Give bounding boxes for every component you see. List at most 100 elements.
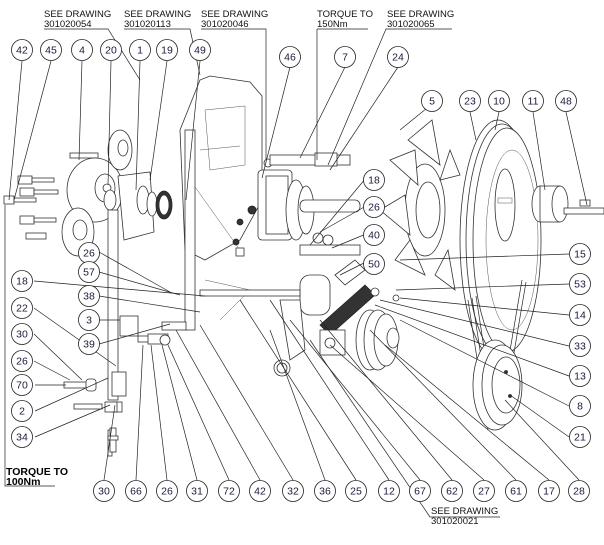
note-line2: 301020021	[431, 516, 479, 527]
cover-plate	[179, 75, 263, 331]
item-balloon-36: 36	[314, 480, 336, 502]
balloon-circle	[569, 335, 591, 357]
balloon-label: 15	[574, 249, 586, 261]
balloon-label: 32	[287, 486, 299, 498]
balloon-label: 39	[83, 339, 95, 351]
balloon-label: 50	[368, 259, 380, 271]
balloon-label: 67	[414, 486, 426, 498]
taper-bush	[531, 185, 604, 223]
balloon-circle	[11, 426, 33, 448]
note-see-301020021: SEE DRAWING 301020021	[431, 506, 498, 527]
balloon-label: 5	[429, 96, 435, 108]
balloon-label: 7	[342, 52, 348, 64]
note-see-301020113: SEE DRAWING 301020113	[124, 9, 191, 30]
item-balloon-30: 30	[11, 323, 33, 345]
item-balloon-4: 4	[71, 39, 93, 61]
balloon-label: 12	[383, 486, 395, 498]
note-line1: TORQUE TO	[317, 9, 373, 20]
fan	[379, 119, 461, 291]
note-line2: 301020113	[124, 19, 171, 30]
note-torque-150: TORQUE TO 150Nm	[317, 9, 373, 30]
item-balloon-70: 70	[11, 374, 33, 396]
note-line1: SEE DRAWING	[44, 9, 111, 20]
item-balloon-72: 72	[218, 480, 240, 502]
balloon-circle	[11, 350, 33, 372]
balloon-circle	[314, 480, 336, 502]
balloon-label: 27	[478, 486, 490, 498]
balloon-label: 22	[16, 303, 28, 315]
balloon-label: 45	[45, 45, 57, 57]
note-line1: SEE DRAWING	[201, 9, 268, 20]
item-balloon-61: 61	[505, 480, 527, 502]
item-balloon-66: 66	[125, 480, 147, 502]
balloon-circle	[282, 480, 304, 502]
item-balloon-40: 40	[363, 224, 385, 246]
balloon-circle	[11, 374, 33, 396]
item-balloon-33: 33	[569, 335, 591, 357]
note-line2: 100Nm	[6, 476, 40, 488]
tensioner-pulley	[355, 309, 400, 371]
note-torque-100: TORQUE TO 100Nm	[6, 466, 68, 488]
spring-tensioner	[199, 259, 400, 377]
balloon-label: 1	[137, 45, 143, 57]
balloon-label: 30	[98, 486, 110, 498]
balloon-circle	[363, 196, 385, 218]
balloon-label: 4	[79, 45, 85, 57]
balloon-label: 17	[543, 486, 555, 498]
item-balloon-42: 42	[11, 39, 33, 61]
item-balloon-13: 13	[569, 365, 591, 387]
note-see-301020046: SEE DRAWING 301020046	[201, 9, 268, 30]
item-balloon-8: 8	[569, 395, 591, 417]
item-balloon-28: 28	[568, 480, 590, 502]
balloon-circle	[78, 309, 100, 331]
item-balloon-31: 31	[186, 480, 208, 502]
balloon-label: 26	[16, 356, 28, 368]
balloon-circle	[569, 365, 591, 387]
balloon-circle	[459, 90, 481, 112]
balloon-label: 40	[368, 230, 380, 242]
balloon-label: 57	[83, 267, 95, 279]
balloon-label: 42	[16, 45, 28, 57]
balloon-circle	[156, 39, 178, 61]
balloon-circle	[334, 46, 356, 68]
balloon-circle	[569, 273, 591, 295]
item-balloon-26: 26	[363, 196, 385, 218]
balloon-circle	[78, 333, 100, 355]
balloon-label: 62	[446, 486, 458, 498]
balloon-label: 26	[161, 486, 173, 498]
balloon-label: 36	[319, 486, 331, 498]
balloon-label: 53	[574, 279, 586, 291]
balloon-circle	[505, 480, 527, 502]
item-balloon-34: 34	[11, 426, 33, 448]
balloon-label: 10	[493, 96, 505, 108]
balloon-label: 8	[577, 401, 583, 413]
item-balloon-27: 27	[473, 480, 495, 502]
item-balloon-7: 7	[334, 46, 356, 68]
balloon-label: 28	[573, 486, 585, 498]
balloon-circle	[78, 261, 100, 283]
item-balloon-49: 49	[189, 39, 211, 61]
item-balloon-26: 26	[11, 350, 33, 372]
item-balloon-22: 22	[11, 297, 33, 319]
balloon-label: 11	[528, 96, 539, 108]
item-balloon-67: 67	[409, 480, 431, 502]
item-balloon-38: 38	[78, 285, 100, 307]
balloon-circle	[409, 480, 431, 502]
balloon-label: 72	[223, 486, 235, 498]
balloon-circle	[363, 169, 385, 191]
balloon-circle	[100, 39, 122, 61]
balloon-circle	[11, 323, 33, 345]
balloon-circle	[441, 480, 463, 502]
large-pulley	[459, 119, 542, 361]
balloon-circle	[538, 480, 560, 502]
item-balloon-2: 2	[11, 400, 33, 422]
left-bolt-group	[3, 152, 99, 240]
item-balloon-10: 10	[488, 90, 510, 112]
item-balloon-42: 42	[249, 480, 271, 502]
balloon-label: 48	[560, 96, 572, 108]
balloon-circle	[569, 426, 591, 448]
balloon-circle	[363, 253, 385, 275]
drawing-artwork	[3, 75, 604, 457]
note-line1: SEE DRAWING	[124, 9, 191, 20]
balloon-label: 13	[574, 371, 586, 383]
